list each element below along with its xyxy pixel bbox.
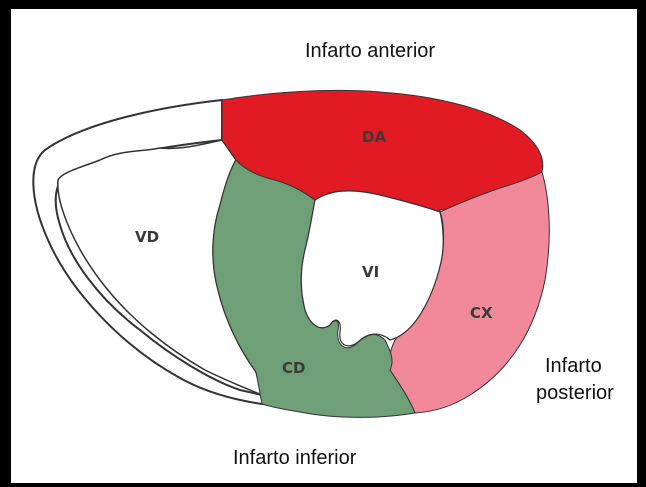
- label-infarto-posterior-line1: Infarto: [545, 355, 602, 378]
- region-label-da: DA: [362, 128, 386, 146]
- label-infarto-posterior-line2: posterior: [536, 382, 614, 405]
- region-label-cx: CX: [470, 304, 493, 322]
- region-label-vd: VD: [135, 228, 159, 246]
- label-infarto-anterior: Infarto anterior: [305, 40, 435, 63]
- region-label-cd: CD: [282, 359, 305, 377]
- region-label-vi: VI: [362, 263, 379, 281]
- label-infarto-inferior: Infarto inferior: [233, 447, 356, 470]
